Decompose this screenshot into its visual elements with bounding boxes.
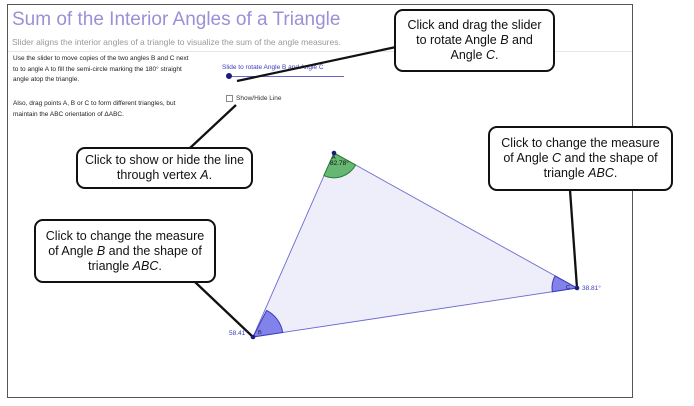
angle-b-pointer: [194, 281, 254, 338]
callout-slider: Click and drag the slider to rotate Angl…: [394, 9, 555, 72]
callout-text: .: [158, 258, 162, 273]
angle-b-arc: [252, 309, 284, 338]
vertex-b-label: B: [258, 330, 262, 336]
slider-label: Slide to rotate Angle B and Angle C: [222, 64, 324, 71]
slider-pointer: [236, 45, 397, 83]
vertex-b-point[interactable]: [250, 334, 256, 340]
callout-text: Click to change the measure of Angle: [501, 136, 660, 165]
angle-a-value: 82.78°: [330, 160, 349, 167]
vertex-c-label: C: [566, 285, 570, 291]
callout-text: Click to show or hide the line through v…: [84, 153, 245, 182]
callout-text: and the shape of triangle: [88, 243, 202, 273]
show-hide-line-checkbox[interactable]: [226, 95, 233, 102]
callout-italic: B: [500, 33, 509, 47]
rotate-slider-handle[interactable]: [226, 73, 232, 79]
callout-line: Click to show or hide the line through v…: [76, 147, 253, 189]
title-divider: [8, 51, 632, 52]
callout-line-text: Click to show or hide the line through v…: [84, 153, 245, 183]
triangle-abc: [252, 152, 579, 338]
callout-italic: ABC: [588, 166, 614, 180]
callout-italic: B: [96, 243, 106, 258]
callout-slider-text: Click and drag the slider to rotate Angl…: [402, 18, 547, 63]
callout-text: .: [208, 168, 213, 182]
angle-c-arc: [551, 275, 579, 293]
callout-angle-c-text: Click to change the measure of Angle C a…: [496, 136, 665, 181]
angle-c-value: 38.81°: [582, 285, 601, 292]
callout-italic: ABC: [132, 258, 159, 273]
callout-text: .: [613, 166, 618, 180]
angle-a-arc: [323, 152, 357, 179]
checkbox-pointer: [189, 104, 237, 149]
callout-text: .: [495, 48, 499, 62]
vertex-a-point[interactable]: [331, 150, 337, 156]
callout-text: and Angle: [450, 33, 533, 62]
page-subtitle: Slider aligns the interior angles of a t…: [12, 37, 341, 47]
callout-angle-c: Click to change the measure of Angle C a…: [488, 126, 673, 191]
vertex-c-point[interactable]: [574, 285, 580, 291]
show-hide-line-label: Show/Hide Line: [236, 95, 282, 102]
instructions-drag: Also, drag points A, B or C to form diff…: [13, 100, 176, 118]
show-hide-line-toggle[interactable]: Show/Hide Line: [226, 95, 282, 102]
angle-b-value: 58.41°: [229, 330, 248, 337]
callout-italic: A: [200, 168, 209, 182]
vertex-a-label: A: [332, 155, 336, 161]
callout-text: Click and drag the slider to rotate Angl…: [407, 18, 542, 47]
callout-angle-b-text: Click to change the measure of Angle B a…: [42, 229, 208, 274]
callout-italic: C: [552, 151, 562, 165]
instructions-slider: Use the slider to move copies of the two…: [13, 55, 189, 83]
callout-italic: C: [485, 48, 495, 62]
callout-text: and the shape of triangle: [543, 151, 658, 180]
rotate-slider-track[interactable]: [229, 76, 344, 77]
page-title: Sum of the Interior Angles of a Triangle: [12, 9, 341, 30]
angle-c-pointer: [568, 189, 579, 289]
callout-angle-b: Click to change the measure of Angle B a…: [34, 219, 216, 283]
callout-text: Click to change the measure of Angle: [45, 228, 205, 258]
